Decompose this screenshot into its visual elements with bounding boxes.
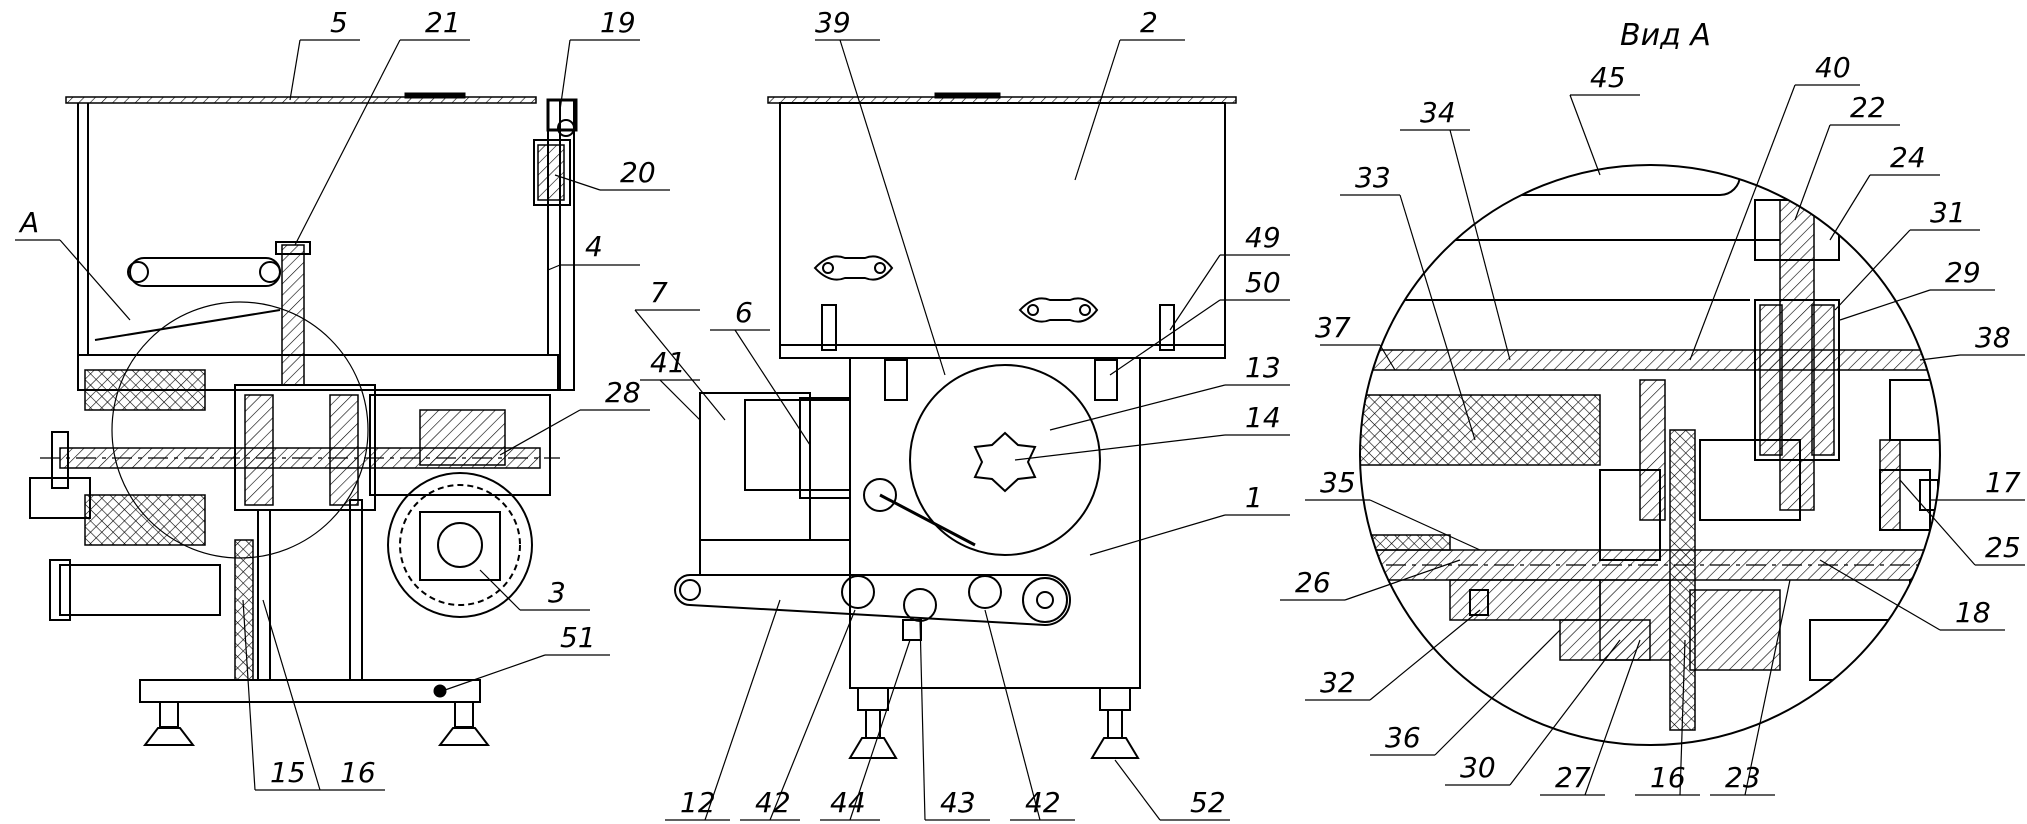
callout-label: 6 (735, 296, 753, 329)
callout-label: 14 (1245, 401, 1281, 434)
callout-label: 23 (1725, 761, 1761, 794)
callout-label: 20 (620, 156, 656, 189)
callout-label: 7 (650, 276, 668, 309)
callout-label: 2 (1140, 6, 1158, 39)
detail-view-a (1359, 164, 1941, 746)
callout-labels: Вид А 5 21 19 20 4 A 28 3 51 15 16 39 2 … (18, 6, 2021, 819)
callout-label: 44 (830, 786, 866, 819)
callout-label: 29 (1945, 256, 1981, 289)
callout-label: 5 (330, 6, 348, 39)
callout-label: 22 (1850, 91, 1886, 124)
callout-label: 13 (1245, 351, 1281, 384)
callout-label: 17 (1985, 466, 2021, 499)
callout-label: 50 (1245, 266, 1281, 299)
callout-label: 45 (1590, 61, 1626, 94)
side-section-view (29, 92, 578, 746)
callout-label: 49 (1245, 221, 1281, 254)
callout-label: 27 (1555, 761, 1591, 794)
callout-label: 26 (1295, 566, 1331, 599)
callout-label: 33 (1355, 161, 1391, 194)
callout-label: 30 (1460, 751, 1496, 784)
callout-label: 4 (585, 230, 603, 263)
callout-label: 12 (680, 786, 716, 819)
callout-label: 31 (1930, 196, 1966, 229)
callout-label: 43 (940, 786, 976, 819)
callout-label: 16 (340, 756, 376, 789)
callout-label: 35 (1320, 466, 1356, 499)
callout-label: 24 (1890, 141, 1926, 174)
view-caption: Вид А (1620, 18, 1711, 53)
section-marker: A (18, 206, 39, 239)
callout-label: 42 (755, 786, 791, 819)
callout-label: 34 (1420, 96, 1456, 129)
callout-label: 21 (425, 6, 461, 39)
callout-label: 3 (548, 576, 566, 609)
callout-label: 18 (1955, 596, 1991, 629)
callout-label: 40 (1815, 51, 1851, 84)
callout-label: 16 (1650, 761, 1686, 794)
callout-label: 15 (270, 756, 306, 789)
callout-label: 32 (1320, 666, 1356, 699)
callout-label: 28 (605, 376, 641, 409)
callout-label: 51 (560, 621, 596, 654)
front-view (674, 92, 1237, 759)
callout-label: 1 (1245, 481, 1263, 514)
callout-label: 39 (815, 6, 851, 39)
callout-label: 41 (650, 346, 686, 379)
callout-label: 37 (1315, 311, 1351, 344)
callout-label: 36 (1385, 721, 1421, 754)
callout-label: 52 (1190, 786, 1226, 819)
callout-label: 25 (1985, 531, 2021, 564)
callout-label: 42 (1025, 786, 1061, 819)
callout-label: 19 (600, 6, 636, 39)
leader-lines (15, 39, 2025, 821)
callout-label: 38 (1975, 321, 2011, 354)
